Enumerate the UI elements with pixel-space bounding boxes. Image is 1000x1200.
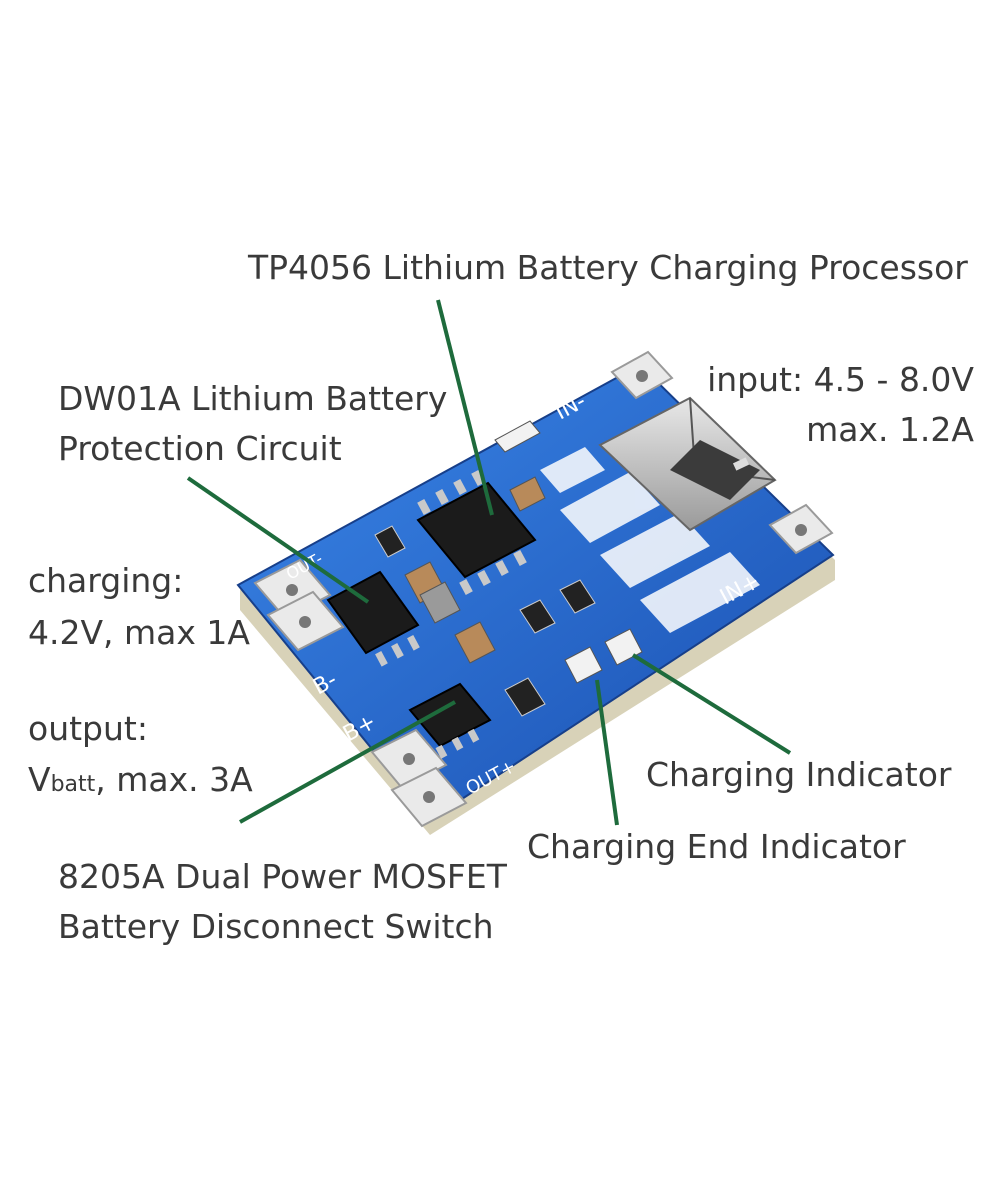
label-output-vbatt-sub: batt [50, 772, 96, 797]
leader-charging-indicator [631, 653, 792, 755]
mosfet-8205a-chip [408, 682, 492, 759]
smd-components [374, 420, 643, 717]
leader-tp4056 [436, 299, 494, 516]
label-mosfet-line2: Battery Disconnect Switch [58, 907, 494, 946]
label-output-line2: Vbatt, max. 3A [28, 755, 253, 810]
leader-charging-end-indicator [595, 679, 619, 826]
leader-mosfet [239, 700, 456, 824]
label-charging-indicator: Charging Indicator [646, 755, 952, 794]
leader-dw01a [186, 476, 370, 604]
micro-usb-connector [598, 396, 777, 532]
label-charging-end-indicator: Charging End Indicator [527, 827, 906, 866]
label-output-vbatt-rest: , max. 3A [95, 760, 253, 799]
label-output-vbatt-v: V [28, 760, 51, 799]
leader-lines [186, 299, 792, 826]
pad-holes [286, 370, 807, 803]
label-charging-line2: 4.2V, max 1A [28, 613, 250, 652]
label-tp4056: TP4056 Lithium Battery Charging Processo… [248, 248, 968, 287]
copper-pours [540, 447, 760, 633]
tp4056-chip [416, 469, 537, 596]
label-dw01a-line1: DW01A Lithium Battery [58, 379, 448, 418]
label-output-line1: output: [28, 709, 148, 748]
label-charging-line1: charging: [28, 561, 184, 600]
label-input-line1: input: 4.5 - 8.0V [707, 360, 974, 399]
label-mosfet-line1: 8205A Dual Power MOSFET [58, 857, 507, 896]
label-dw01a-line2: Protection Circuit [58, 429, 342, 468]
label-input-line2: max. 1.2A [806, 410, 974, 449]
